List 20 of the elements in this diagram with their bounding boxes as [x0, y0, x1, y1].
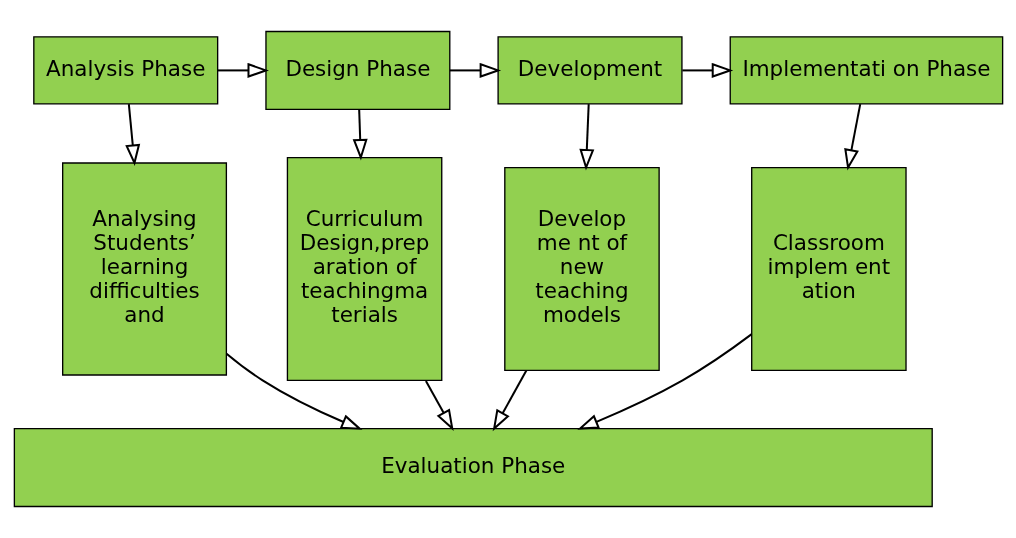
node-box: Design Phase: [264, 30, 450, 110]
node-box: Development: [496, 36, 683, 105]
node-box: Analysis Phase: [32, 36, 218, 105]
arrow: [681, 62, 733, 78]
arrow: [217, 62, 269, 78]
node-box: Implementati on Phase: [729, 36, 1003, 105]
arrow: [843, 103, 861, 171]
arrow: [576, 333, 752, 430]
arrow: [352, 109, 368, 161]
arrow: [424, 380, 454, 431]
arrow: [449, 62, 501, 78]
arrow: [225, 352, 362, 430]
arrow: [492, 370, 527, 432]
node-box: Evaluation Phase: [13, 428, 933, 508]
node-box: Curriculum Design,prep aration of teachingma terials: [286, 156, 442, 382]
arrow: [578, 104, 594, 171]
arrow: [124, 104, 140, 166]
node-box: Analysing Students’ learning difficulties and: [61, 162, 227, 376]
node-box: Classroom implem ent ation: [750, 167, 907, 371]
node-box: Develop me nt of new teaching models: [503, 167, 660, 371]
